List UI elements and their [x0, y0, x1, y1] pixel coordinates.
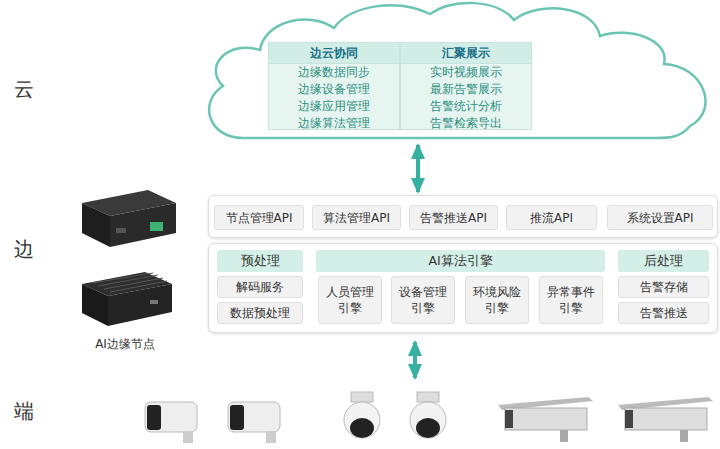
edge-device-box — [82, 190, 176, 247]
node-label: 数据预处理 — [230, 305, 290, 321]
box-camera — [625, 410, 633, 428]
engine-box: 环境风险 引擎 — [465, 276, 529, 324]
edge-device-box — [116, 228, 126, 233]
api-box: 推流API — [506, 205, 597, 230]
api-box: 算法管理API — [312, 205, 401, 230]
node-label: 人员管理 引擎 — [322, 284, 378, 316]
module-box: 解码服务 — [217, 276, 303, 298]
dome-camera — [351, 392, 373, 402]
node-label: 异常事件 引擎 — [543, 284, 599, 316]
api-box: 节点管理API — [214, 205, 304, 230]
box-camera — [618, 397, 713, 442]
engine-box: 异常事件 引擎 — [539, 276, 603, 324]
list-item: 最新告警展示 — [401, 81, 531, 98]
api-box: 告警推送API — [409, 205, 498, 230]
dome-camera — [410, 392, 446, 438]
node-label: 告警推送API — [420, 210, 487, 226]
list-item: 实时视频展示 — [401, 64, 531, 81]
node-label: AI算法引擎 — [428, 253, 492, 270]
node-label: 预处理 — [241, 253, 280, 270]
dome-camera — [344, 392, 380, 438]
list-item: 告警检索导出 — [401, 115, 531, 132]
node-label: 节点管理API — [226, 210, 293, 226]
bullet-camera — [145, 402, 197, 432]
node-label: 推流API — [530, 210, 573, 226]
layer-label: 边 — [14, 236, 34, 263]
double-arrow — [416, 145, 420, 192]
node-label: 后处理 — [644, 253, 683, 270]
list-item: 边缘数据同步 — [269, 64, 399, 81]
box-camera — [498, 397, 593, 442]
engine-box: 设备管理 引擎 — [391, 276, 455, 324]
node-label: 解码服务 — [236, 279, 284, 295]
dome-camera — [416, 418, 440, 438]
engine-box: 人员管理 引擎 — [318, 276, 382, 324]
node-label: 设备管理 引擎 — [395, 284, 451, 316]
edge-device-box — [82, 203, 110, 247]
layer-label: 端 — [14, 398, 34, 425]
section-header: AI算法引擎 — [316, 250, 605, 272]
table-column: 汇聚展示实时视频展示最新告警展示告警统计分析告警检索导出 — [400, 42, 532, 130]
module-box: 告警存储 — [618, 276, 709, 298]
module-box: 告警推送 — [618, 302, 709, 324]
edge-device-box — [150, 222, 163, 231]
edge-device-finned — [82, 284, 108, 326]
dome-camera — [417, 392, 439, 402]
edge-device-finned — [82, 272, 172, 326]
double-arrow — [415, 342, 416, 378]
node-label: 算法管理API — [323, 210, 390, 226]
list-item: 边缘应用管理 — [269, 98, 399, 115]
table-column: 边云协同边缘数据同步边缘设备管理边缘应用管理边缘算法管理 — [268, 42, 400, 130]
list-item: 边缘设备管理 — [269, 81, 399, 98]
box-camera — [680, 430, 688, 442]
api-band: 节点管理API 算法管理API 告警推送API 推流API 系统设置API — [208, 195, 718, 238]
list-item: 边缘算法管理 — [269, 115, 399, 132]
bullet-camera — [230, 405, 244, 430]
dome-camera — [350, 418, 374, 438]
box-camera — [625, 408, 707, 430]
bullet-camera — [228, 402, 280, 432]
cloud-shape: 边云协同边缘数据同步边缘设备管理边缘应用管理边缘算法管理汇聚展示实时视频展示最新… — [198, 0, 716, 142]
bullet-camera — [266, 431, 276, 443]
box-camera — [505, 410, 513, 428]
node-label: 告警存储 — [640, 279, 688, 295]
node-label: 环境风险 引擎 — [469, 284, 525, 316]
section-header: 预处理 — [217, 250, 303, 272]
column-header: 汇聚展示 — [401, 43, 531, 64]
bullet-camera — [183, 431, 193, 443]
cloud-outline — [209, 3, 705, 138]
section-header: 后处理 — [618, 250, 709, 272]
node-label: 告警推送 — [640, 305, 688, 321]
box-camera — [505, 408, 587, 430]
api-box: 系统设置API — [607, 205, 713, 230]
device-caption: AI边缘节点 — [70, 336, 180, 353]
edge-device-finned — [150, 300, 158, 304]
dome-camera — [344, 402, 380, 438]
edge-device-finned — [92, 273, 167, 292]
double-arrow — [413, 342, 417, 378]
list-item: 告警统计分析 — [401, 98, 531, 115]
column-header: 边云协同 — [269, 43, 399, 64]
box-camera — [560, 430, 568, 442]
layer-label: 云 — [14, 76, 34, 103]
dome-camera — [410, 402, 446, 438]
edge-device-box — [110, 203, 176, 247]
bullet-camera — [147, 405, 161, 430]
bullet-camera — [228, 402, 280, 443]
module-box: 数据预处理 — [217, 302, 303, 324]
engine-band: 预处理解码服务数据预处理 AI算法引擎人员管理 引擎设备管理 引擎环境风险 引擎异… — [208, 243, 718, 333]
bullet-camera — [145, 402, 197, 443]
node-label: 系统设置API — [627, 210, 694, 226]
